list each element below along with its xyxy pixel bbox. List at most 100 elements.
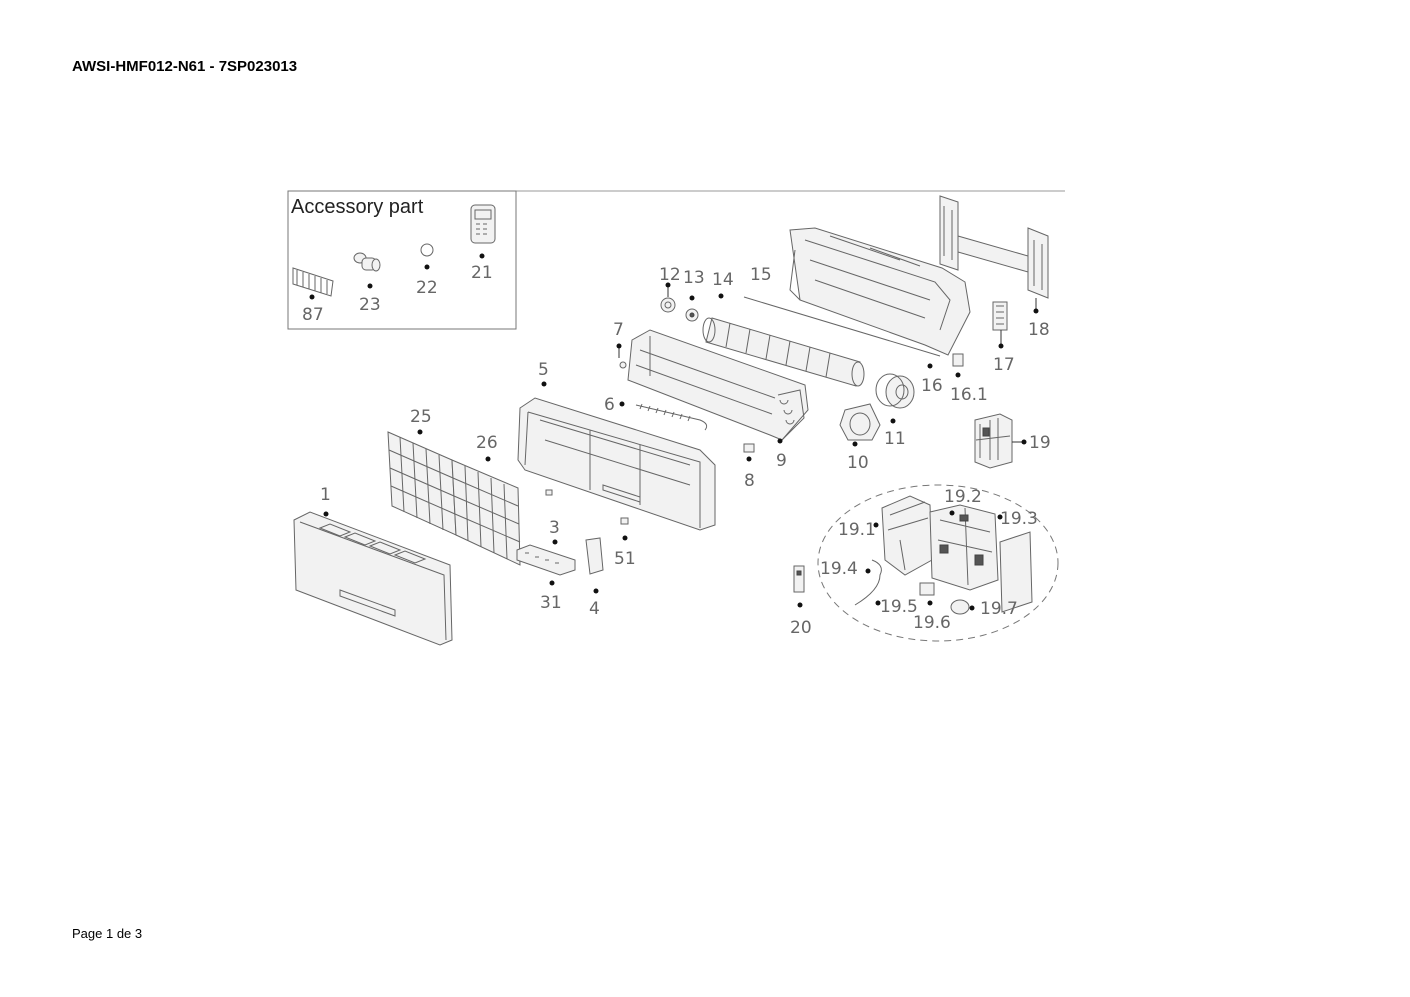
leader-dot — [485, 456, 491, 462]
callout-51: 51 — [614, 549, 636, 569]
callout-19-2: 19.2 — [944, 487, 982, 507]
callout-19-5: 19.5 — [880, 597, 918, 617]
part-19-electric-box — [974, 413, 1013, 469]
part-19-2-control-board — [929, 504, 999, 591]
part-8-connector — [743, 443, 755, 453]
leader-dot — [479, 253, 485, 259]
leader-dot — [927, 600, 933, 606]
part-25-filter — [387, 431, 457, 536]
leader-dot — [323, 511, 329, 517]
callout-21: 21 — [471, 263, 493, 283]
callout-15: 15 — [750, 265, 772, 285]
callout-3: 3 — [549, 518, 560, 538]
leader-dot — [417, 429, 423, 435]
part-9-evaporator — [627, 329, 809, 441]
callout-1: 1 — [320, 485, 331, 505]
callout-31: 31 — [540, 593, 562, 613]
callout-5: 5 — [538, 360, 549, 380]
callout-19-6: 19.6 — [913, 613, 951, 633]
part-small-clip — [545, 489, 553, 496]
leader-dot — [873, 522, 879, 528]
callout-11: 11 — [884, 429, 906, 449]
part-17-bracket — [992, 301, 1008, 331]
part-3-display-board — [516, 544, 576, 576]
leader-dot — [541, 381, 547, 387]
callout-6: 6 — [604, 395, 615, 415]
callout-26: 26 — [476, 433, 498, 453]
leader-dot — [1033, 308, 1039, 314]
leader-dot — [955, 372, 961, 378]
callout-19-3: 19.3 — [1000, 509, 1038, 529]
leader-dot — [890, 418, 896, 424]
part-87-strip — [292, 267, 334, 297]
callout-25: 25 — [410, 407, 432, 427]
leader-dot — [367, 283, 373, 289]
part-23-fitting — [353, 252, 381, 272]
callout-8: 8 — [744, 471, 755, 491]
leader-dot — [998, 343, 1004, 349]
part-4-cover — [585, 537, 604, 575]
part-19-7-capacitor — [950, 599, 970, 615]
leader-dot — [552, 539, 558, 545]
part-15-chassis — [789, 227, 971, 356]
part-13-bearing — [685, 308, 699, 322]
leader-dot — [969, 605, 975, 611]
callout-7: 7 — [613, 320, 624, 340]
leader-dot — [665, 282, 671, 288]
leader-dot — [622, 535, 628, 541]
callout-19-1: 19.1 — [838, 520, 876, 540]
part-20-receiver — [793, 565, 805, 593]
part-6-drain-pipe — [635, 403, 708, 431]
callout-19-4: 19.4 — [820, 559, 858, 579]
callout-14: 14 — [712, 270, 734, 290]
part-5-frame — [517, 397, 716, 531]
leader-dot — [797, 602, 803, 608]
part-11-cross-flow-fan — [702, 317, 865, 387]
document-title: AWSI-HMF012-N61 - 7SP023013 — [72, 58, 298, 75]
leader-dot — [865, 568, 871, 574]
leader-dot — [616, 343, 622, 349]
callout-87: 87 — [302, 305, 324, 325]
leader-dot — [997, 514, 1003, 520]
leader-dot — [875, 600, 881, 606]
part-19-1-box-cover — [881, 495, 933, 576]
leader-dot — [852, 441, 858, 447]
callout-23: 23 — [359, 295, 381, 315]
part-7-sensor — [619, 361, 627, 369]
detail-19-ellipse — [817, 484, 1059, 642]
part-26-filter — [451, 459, 521, 566]
part-fan-motor — [875, 373, 915, 409]
leader-dot — [689, 295, 695, 301]
callout-17: 17 — [993, 355, 1015, 375]
part-18-mounting-plate — [939, 195, 1049, 299]
callout-18: 18 — [1028, 320, 1050, 340]
callout-22: 22 — [416, 278, 438, 298]
part-22-ring — [420, 243, 434, 257]
callout-12: 12 — [659, 265, 681, 285]
leader-dot — [549, 580, 555, 586]
part-1-front-panel — [293, 511, 453, 646]
leader-dot — [593, 588, 599, 594]
part-16-1-clip — [952, 353, 964, 367]
leader-dot — [1021, 439, 1027, 445]
leader-dot — [619, 401, 625, 407]
leader-dot — [927, 363, 933, 369]
part-51-clip — [620, 517, 629, 525]
callout-9: 9 — [776, 451, 787, 471]
callout-19-7: 19.7 — [980, 599, 1018, 619]
part-21-remote — [470, 204, 496, 244]
callout-10: 10 — [847, 453, 869, 473]
part-19-4-wire — [854, 559, 882, 606]
leader-dot — [777, 438, 783, 444]
leader-dot — [718, 293, 724, 299]
callout-13: 13 — [683, 268, 705, 288]
callout-4: 4 — [589, 599, 600, 619]
callout-16: 16 — [921, 376, 943, 396]
leader-dot — [949, 510, 955, 516]
leader-dot — [424, 264, 430, 270]
leader-dot — [746, 456, 752, 462]
part-12-bearing-holder — [660, 297, 676, 313]
part-14-rod — [743, 296, 941, 357]
part-19-3-insulation — [999, 531, 1033, 613]
